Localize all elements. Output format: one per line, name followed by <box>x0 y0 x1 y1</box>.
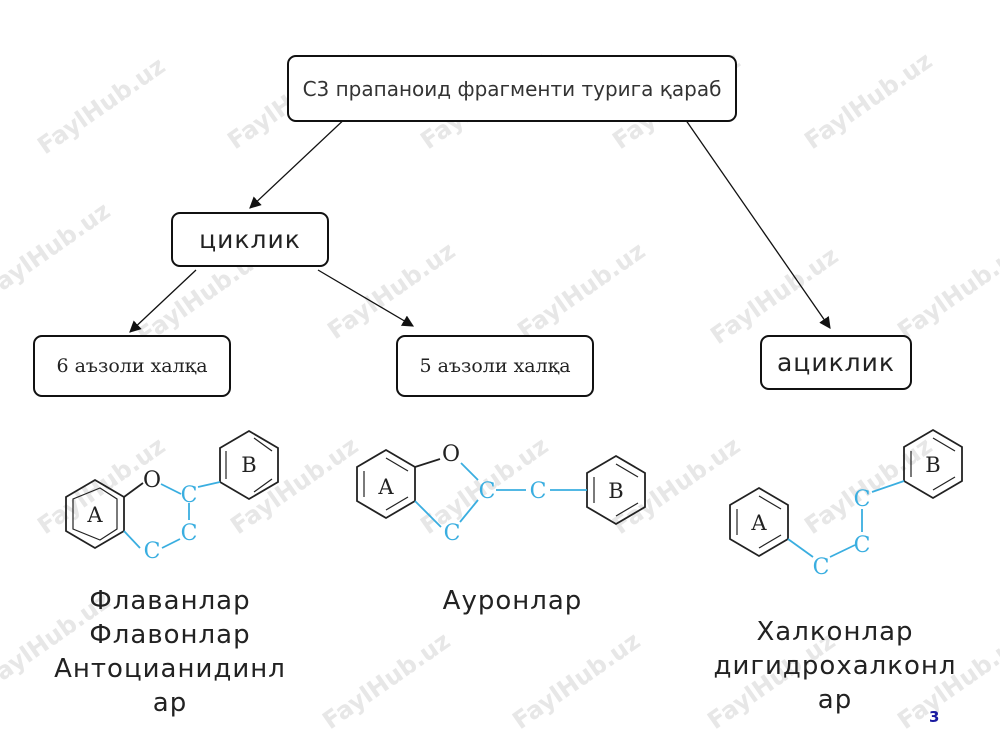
watermark: FaylHub.uz <box>607 432 745 540</box>
connector-arrows <box>129 113 831 333</box>
watermark: FaylHub.uz <box>0 197 115 305</box>
chalcone-structure: A B C C C <box>729 428 963 580</box>
carbon-atom: C <box>854 533 871 558</box>
arrow-cyclic-to-six <box>129 269 197 333</box>
oxygen-atom: O <box>442 442 460 467</box>
five-membered-ring-box: 5 аъзоли халқа <box>396 335 594 397</box>
carbon-atom: C <box>144 539 161 564</box>
caption-line: ар <box>817 685 853 715</box>
carbon-atom: C <box>813 555 830 580</box>
caption-line: Антоцианидинл <box>54 654 286 684</box>
acyclic-box: ациклик <box>760 335 912 390</box>
arrow-root-to-cyclic <box>249 113 351 209</box>
cyclic-label: циклик <box>199 225 301 254</box>
caption-line: Флаванлар <box>89 586 251 616</box>
ring-b-label: B <box>608 479 623 503</box>
caption-line: Ауронлар <box>442 586 583 616</box>
watermark: FaylHub.uz <box>705 242 843 350</box>
watermark: FaylHub.uz <box>317 627 455 735</box>
five-membered-ring-label: 5 аъзоли халқа <box>419 355 571 377</box>
cyclic-box: циклик <box>171 212 329 267</box>
watermark: FaylHub.uz <box>32 52 170 160</box>
ring-a-label: A <box>377 475 394 499</box>
ring-a-label: A <box>750 511 767 535</box>
ring-b-label: B <box>241 453 256 477</box>
caption-line: дигидрохалконл <box>713 651 957 681</box>
acyclic-label: ациклик <box>776 348 895 377</box>
carbon-atom: C <box>444 521 461 546</box>
arrow-root-to-acyclic <box>682 115 831 329</box>
oxygen-atom: O <box>143 468 161 493</box>
chalcones-caption: Халконлар дигидрохалконл ар <box>700 615 970 717</box>
caption-line: ар <box>152 688 188 718</box>
six-membered-ring-label: 6 аъзоли халқа <box>56 355 208 377</box>
watermark: FaylHub.uz <box>892 237 1000 345</box>
watermark: FaylHub.uz <box>322 237 460 345</box>
ring-b-label: B <box>925 453 940 477</box>
carbon-atom: C <box>181 483 198 508</box>
aurones-caption: Ауронлар <box>400 584 625 618</box>
watermark: FaylHub.uz <box>799 47 937 155</box>
flavan-structure: A B O C C C <box>65 429 279 564</box>
root-category-box: C3 прапаноид фрагменти турига қараб <box>287 55 737 122</box>
watermark: FaylHub.uz <box>512 237 650 345</box>
caption-line: Халконлар <box>756 617 914 647</box>
carbon-atom: C <box>530 479 547 504</box>
ring-a-label: A <box>86 503 103 527</box>
watermark: FaylHub.uz <box>507 627 645 735</box>
arrow-cyclic-to-five <box>317 269 415 327</box>
watermark: FaylHub.uz <box>225 432 363 540</box>
page-number: 3 <box>929 708 940 726</box>
six-membered-ring-box: 6 аъзоли халқа <box>33 335 231 397</box>
carbon-atom: C <box>181 521 198 546</box>
carbon-atom: C <box>854 487 871 512</box>
aurone-structure: A B O C C C <box>356 442 646 546</box>
watermark: FaylHub.uz <box>799 432 937 540</box>
root-category-label: C3 прапаноид фрагменти турига қараб <box>302 76 722 101</box>
caption-line: Флавонлар <box>89 620 251 650</box>
carbon-atom: C <box>479 479 496 504</box>
flavans-caption: Флаванлар Флавонлар Антоцианидинл ар <box>40 584 300 720</box>
